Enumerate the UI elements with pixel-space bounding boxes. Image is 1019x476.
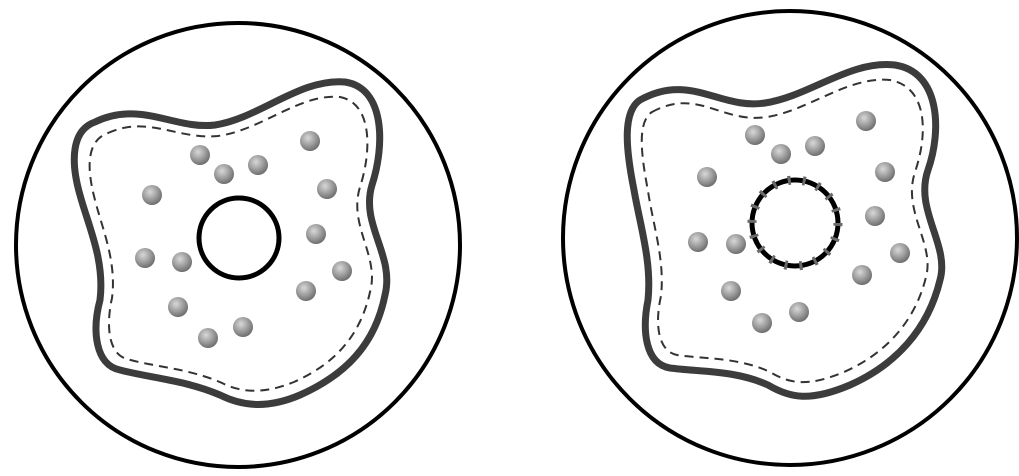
granule [789,302,809,322]
granule [142,185,162,205]
granule [721,281,741,301]
granule [771,144,791,164]
granule [852,265,872,285]
left-granules [135,131,352,348]
granule [233,317,253,337]
granule [875,162,895,182]
granule [332,261,352,281]
granule [248,155,268,175]
right-granules [688,111,910,333]
granule [135,248,155,268]
right-inner-dashed-line [642,80,928,382]
granule [752,313,772,333]
granule [168,297,188,317]
right-cell-membrane [627,65,942,397]
granule [697,167,717,187]
granule [745,125,765,145]
granule [865,206,885,226]
granule [300,131,320,151]
granule [890,243,910,263]
left-panel [16,23,460,467]
right-nucleus-ring [752,180,838,266]
left-inner-dashed-line [90,97,372,391]
granule [172,252,192,272]
granule [198,328,218,348]
granule [726,234,746,254]
granule [805,136,825,156]
granule [306,224,326,244]
left-nucleus [199,198,279,278]
granule [190,145,210,165]
granule [688,232,708,252]
right-panel [563,11,1017,465]
granule [214,164,234,184]
right-nucleus [752,180,838,266]
granule [856,111,876,131]
granule [317,179,337,199]
granule [296,281,316,301]
